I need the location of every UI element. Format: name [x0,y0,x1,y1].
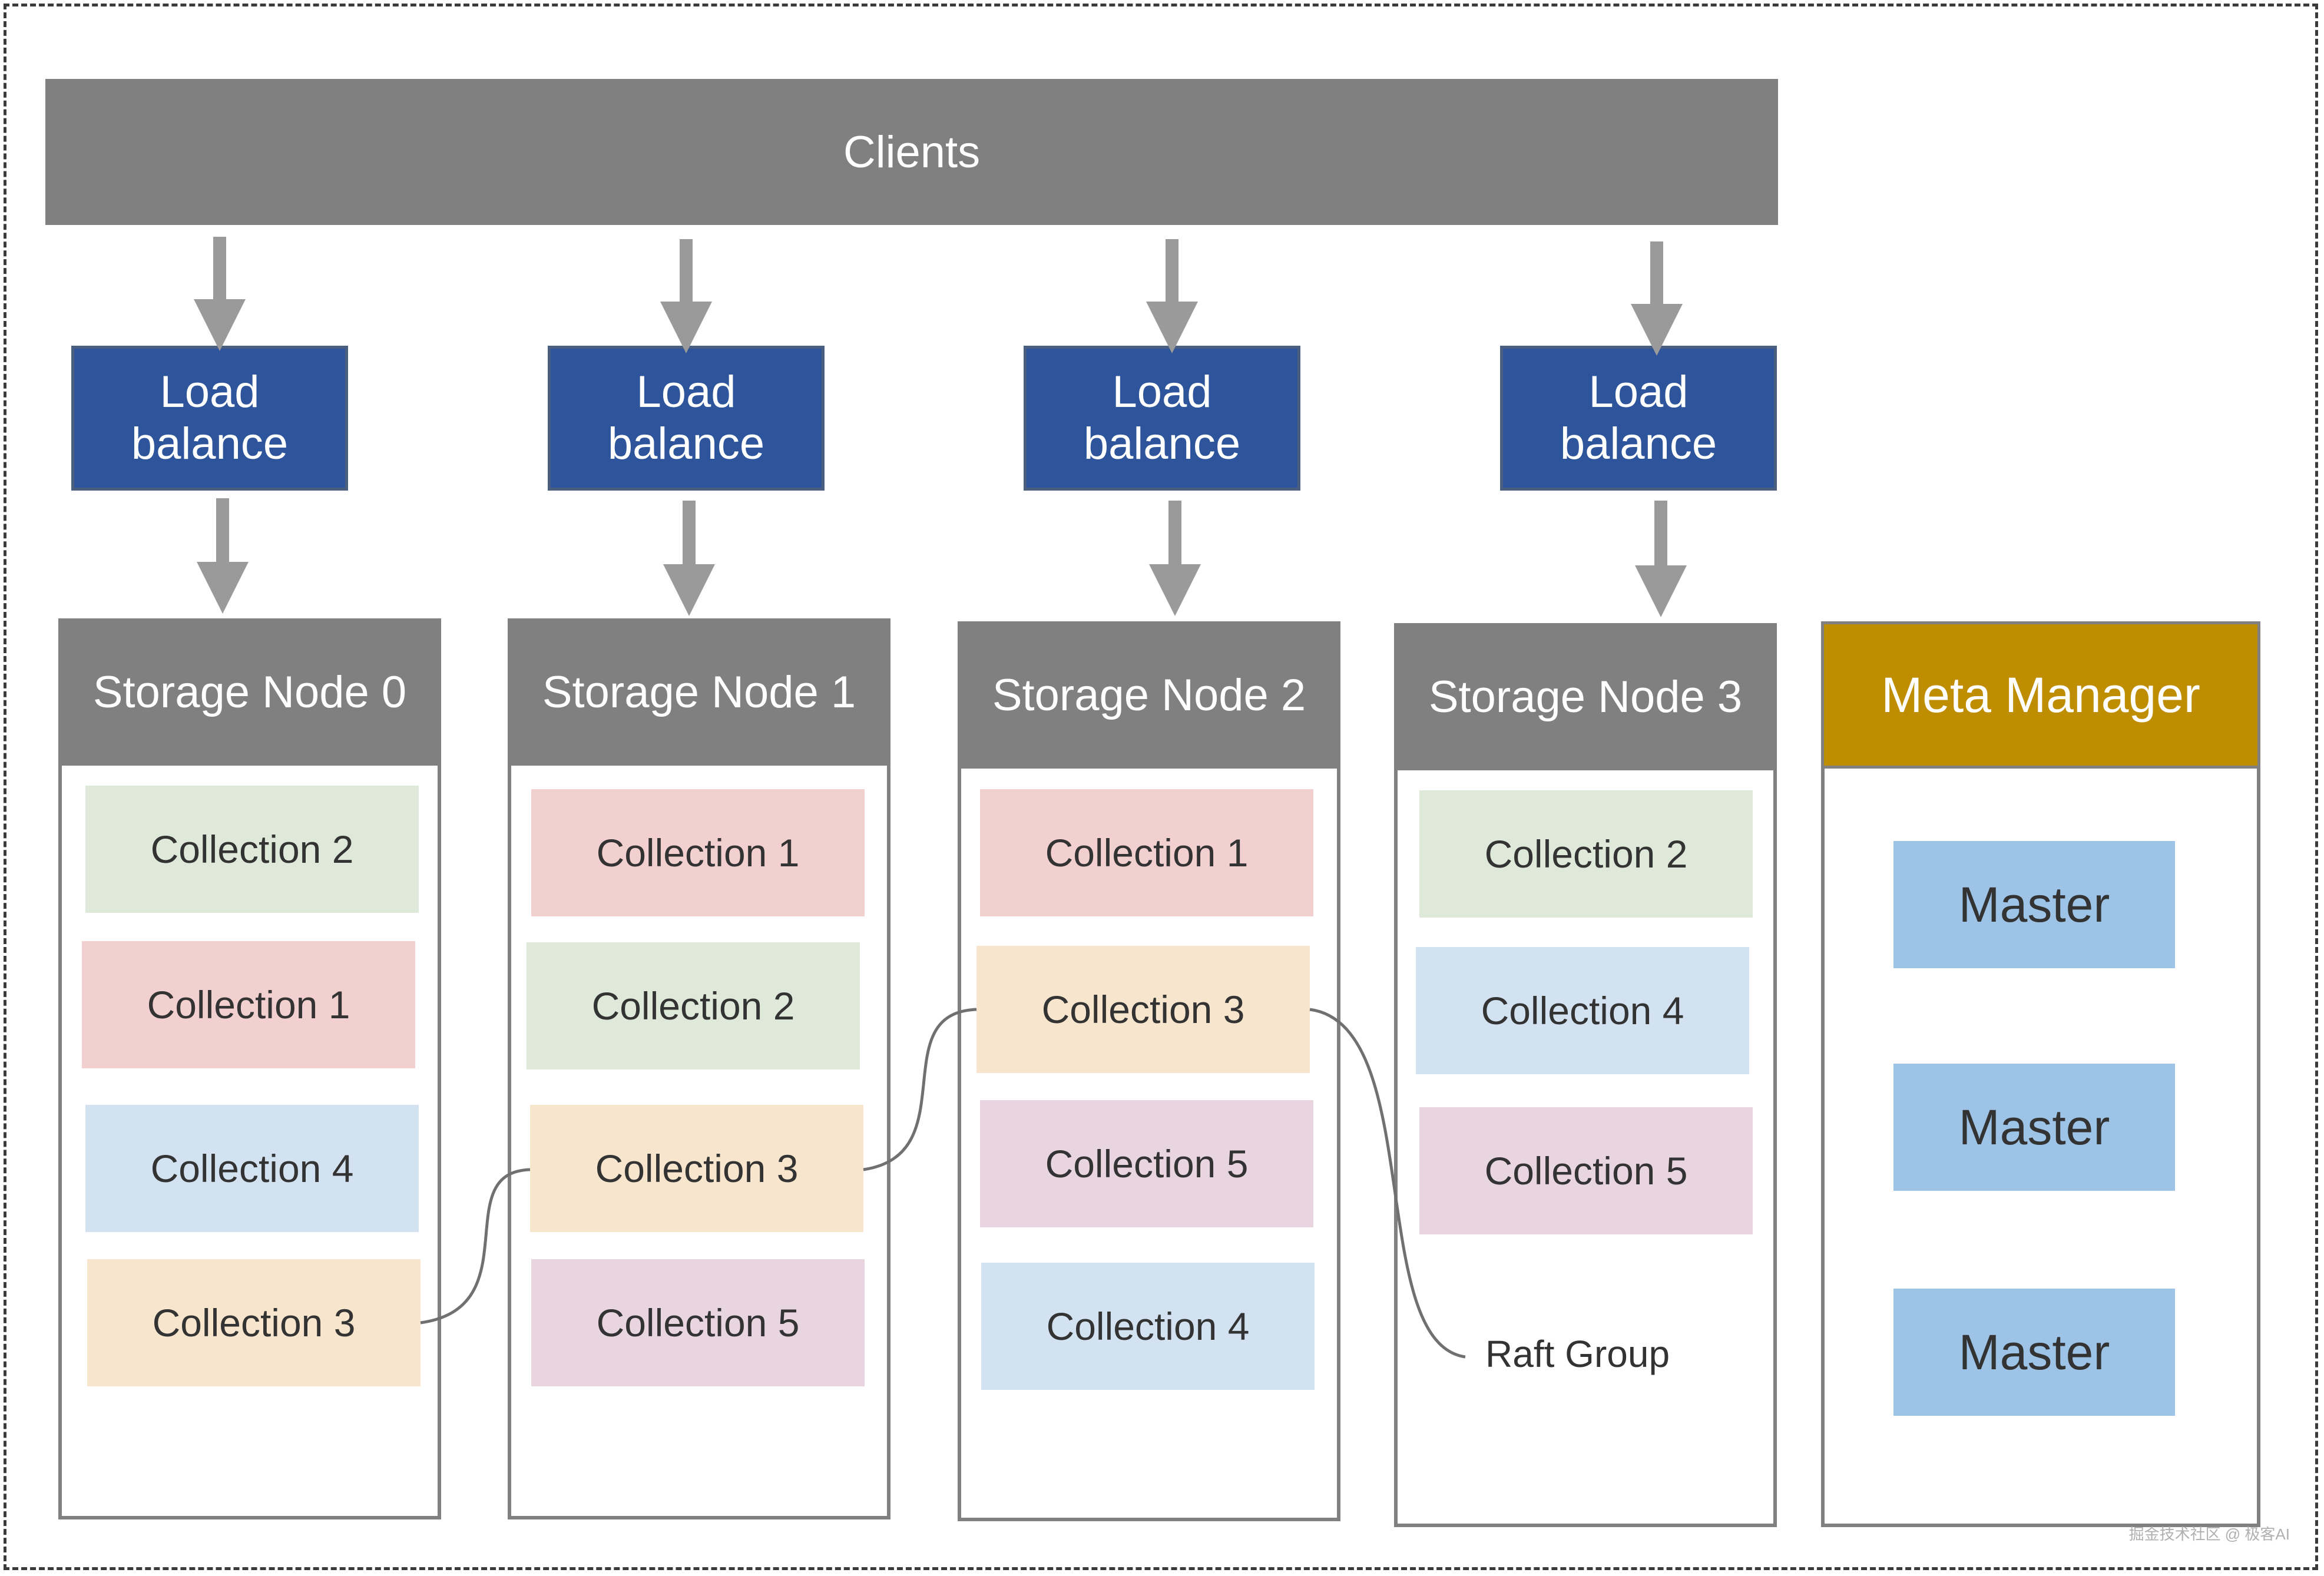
load-balance-3: Load balance [1500,346,1777,491]
storage-node-0-header: Storage Node 0 [58,618,441,766]
storage-node-title: Storage Node 2 [992,670,1306,720]
collection-label: Collection 3 [595,1147,799,1190]
collection-label: Collection 5 [596,1301,800,1345]
collection-label: Collection 1 [1045,831,1249,875]
node-1-collection-1: Collection 1 [531,789,865,916]
meta-manager-header: Meta Manager [1821,621,2260,769]
raft-connector-node0-node1 [420,1168,531,1325]
meta-manager-title: Meta Manager [1881,667,2200,723]
storage-node-title: Storage Node 1 [542,667,856,717]
load-balance-label: Load balance [131,367,289,469]
diagram-frame [4,4,2318,1570]
master-1: Master [1893,1064,2175,1191]
master-label: Master [1958,876,2110,932]
load-balance-1: Load balance [548,346,825,491]
watermark-text: 掘金技术社区 @ 极客AI [2128,1525,2290,1543]
clients-box: Clients [45,79,1778,225]
storage-node-3-header: Storage Node 3 [1394,623,1777,770]
node-1-collection-5: Collection 5 [531,1259,865,1386]
collection-label: Collection 2 [591,984,795,1028]
node-0-collection-4: Collection 4 [85,1105,419,1232]
collection-label: Collection 3 [1041,988,1245,1031]
storage-node-title: Storage Node 3 [1428,671,1743,722]
node-3-collection-5: Collection 5 [1419,1107,1753,1234]
load-balance-2: Load balance [1024,346,1300,491]
raft-connector-node1-node2 [863,1008,977,1171]
master-label: Master [1958,1099,2110,1155]
node-3-collection-2: Collection 2 [1419,790,1753,918]
node-0-collection-1: Collection 1 [82,941,415,1068]
raft-group-label: Raft Group [1485,1333,1670,1375]
collection-label: Collection 5 [1045,1142,1249,1186]
collection-label: Collection 4 [1481,989,1684,1032]
load-balance-0: Load balance [71,346,348,491]
master-label: Master [1958,1324,2110,1380]
master-2: Master [1893,1289,2175,1416]
collection-label: Collection 3 [152,1301,356,1345]
node-1-collection-3: Collection 3 [530,1105,863,1232]
collection-label: Collection 2 [150,827,354,871]
node-2-collection-4: Collection 4 [981,1263,1315,1390]
collection-label: Collection 5 [1484,1149,1688,1193]
collection-label: Collection 4 [150,1147,354,1190]
storage-node-title: Storage Node 0 [92,667,407,717]
node-0-collection-2: Collection 2 [85,786,419,913]
node-2-collection-3: Collection 3 [976,946,1310,1073]
node-3-collection-4: Collection 4 [1416,947,1749,1074]
storage-node-3 [1394,623,1777,1527]
node-2-collection-5: Collection 5 [980,1100,1313,1227]
storage-node-2-header: Storage Node 2 [958,621,1340,769]
collection-label: Collection 2 [1484,832,1688,876]
clients-label: Clients [843,127,981,177]
load-balance-label: Load balance [1083,367,1241,469]
collection-label: Collection 1 [596,831,800,875]
node-0-collection-3: Collection 3 [87,1259,421,1386]
collection-label: Collection 4 [1046,1304,1250,1348]
collection-label: Collection 1 [147,983,350,1027]
storage-node-1-header: Storage Node 1 [508,618,890,766]
load-balance-label: Load balance [607,367,765,469]
node-1-collection-2: Collection 2 [527,942,860,1070]
raft-connector-node2-raft-label [1309,1008,1466,1359]
master-0: Master [1893,841,2175,968]
load-balance-label: Load balance [1560,367,1717,469]
node-2-collection-1: Collection 1 [980,789,1313,916]
